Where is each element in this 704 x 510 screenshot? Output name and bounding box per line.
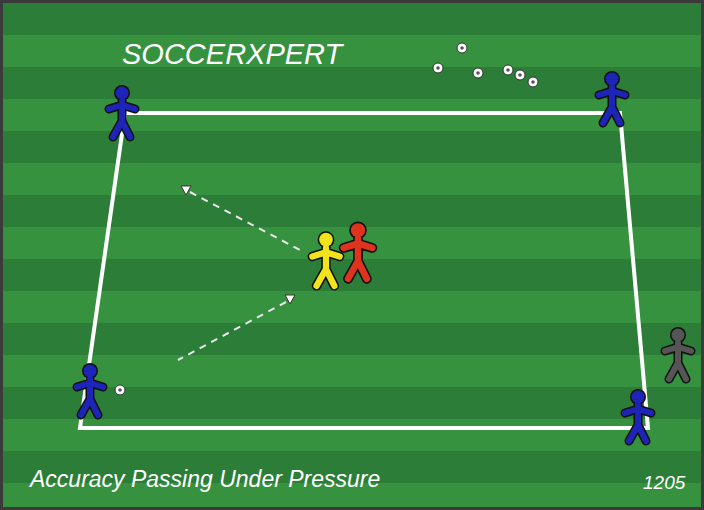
cone-markers	[181, 186, 295, 304]
players	[77, 71, 691, 441]
pitch-stripes	[0, 35, 704, 510]
pass-lines	[178, 192, 300, 360]
brand-logo: SOCCERXPERT	[122, 38, 342, 71]
ball-pile	[115, 43, 538, 395]
drill-caption: Accuracy Passing Under Pressure	[30, 466, 380, 493]
grid-outline	[80, 113, 648, 428]
drill-number: 1205	[643, 472, 685, 494]
